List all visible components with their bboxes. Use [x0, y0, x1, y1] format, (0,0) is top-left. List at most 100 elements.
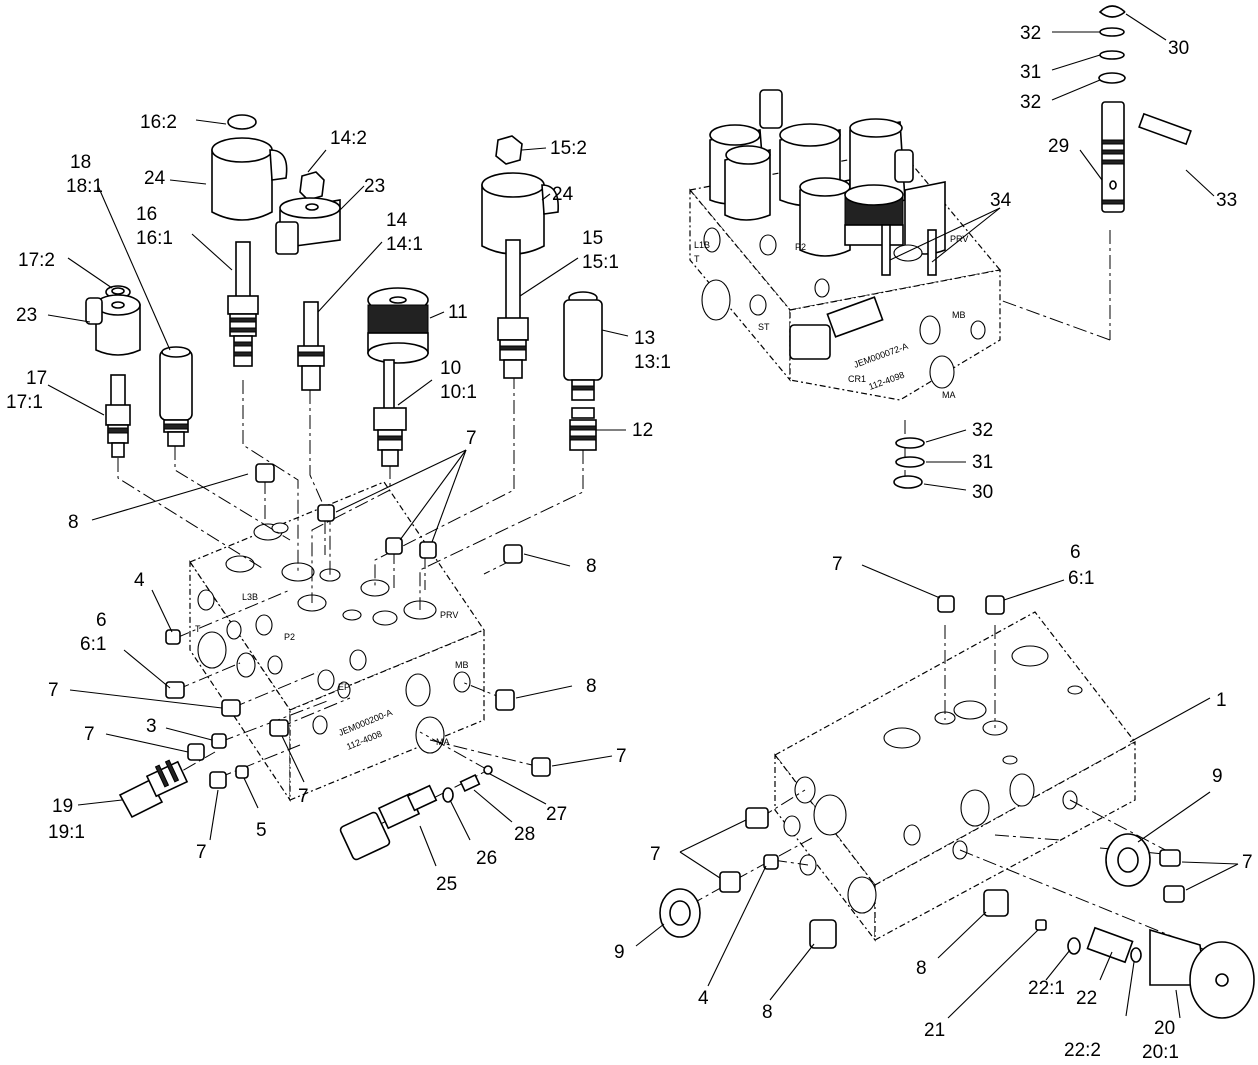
callout-31-bot: 31 [972, 452, 993, 473]
part-10-valve [373, 359, 407, 467]
callout-1: 1 [1216, 690, 1227, 711]
callout-26: 26 [476, 848, 497, 869]
left-block-port-prv: PRV [440, 610, 458, 620]
callout-7-e: 7 [616, 746, 627, 767]
left-plugs [165, 463, 551, 789]
callout-24-right: 24 [552, 184, 574, 205]
callout-10-1: 10:1 [440, 382, 477, 403]
callout-27: 27 [546, 804, 567, 825]
callout-24-left: 24 [144, 168, 166, 189]
top-block-stamp-cr1: CR1 [848, 374, 866, 384]
callout-34: 34 [990, 190, 1012, 211]
callout-18-1: 18:1 [66, 176, 103, 197]
callout-7-d: 7 [196, 842, 207, 863]
callout-5: 5 [256, 820, 267, 841]
left-block-port-mb: MB [455, 660, 469, 670]
callout-7-b: 7 [84, 724, 95, 745]
callout-22-2: 22:2 [1064, 1040, 1101, 1061]
callout-8-right-a: 8 [762, 1002, 773, 1023]
callout-11: 11 [448, 302, 468, 323]
callout-14-1: 14:1 [386, 234, 423, 255]
part-17-solenoid-valve [85, 285, 141, 458]
callout-17-2: 17:2 [18, 250, 55, 271]
top-block-port-p2: P2 [795, 242, 806, 252]
callout-7-right-group-left: 7 [650, 844, 661, 865]
callout-3: 3 [146, 716, 157, 737]
top-block-port-mb: MB [952, 310, 966, 320]
callout-15-2: 15:2 [550, 138, 587, 159]
callout-28: 28 [514, 824, 535, 845]
callout-30-top: 30 [1168, 38, 1189, 59]
parts-26-28 [442, 765, 493, 803]
callout-13-1: 13:1 [634, 352, 671, 373]
part-12-cartridge [569, 407, 597, 451]
part-16-solenoid-valve [211, 114, 288, 367]
callout-6-1-left: 6:1 [80, 634, 106, 655]
top-block-port-l1b: L1B [694, 240, 710, 250]
leader-lines [47, 13, 1239, 1019]
callout-14: 14 [386, 210, 408, 231]
right-manifold-block [689, 611, 1231, 961]
callout-7-c: 7 [298, 786, 309, 807]
callout-14-2: 14:2 [330, 128, 367, 149]
callout-8-upper-right: 8 [586, 556, 597, 577]
callout-4-left: 4 [134, 570, 145, 591]
callout-10: 10 [440, 358, 461, 379]
right-block-parts [659, 595, 1255, 1019]
callout-19-1: 19:1 [48, 822, 85, 843]
callout-29: 29 [1048, 136, 1069, 157]
part-13-relief-valve [563, 291, 603, 401]
left-manifold-block: JEM000200-A 112-4008 L3B T P2 MB MA EP P… [189, 481, 485, 802]
callout-13: 13 [634, 328, 655, 349]
part-14-solenoid-valve [275, 171, 341, 391]
callout-4-right: 4 [698, 988, 709, 1009]
part-11-knob [367, 287, 429, 364]
callout-23-left: 23 [16, 305, 37, 326]
callout-22-1: 22:1 [1028, 978, 1065, 999]
callout-21: 21 [924, 1020, 945, 1041]
callout-labels: 16:2 14:2 15:2 24 24 23 18 18:1 16 16:1 … [6, 23, 1253, 1063]
callout-6-left: 6 [96, 610, 107, 631]
part-29-spool-assembly [1098, 5, 1192, 213]
top-block-port-ma: MA [942, 390, 956, 400]
callout-6-right: 6 [1070, 542, 1081, 563]
left-block-port-l3b: L3B [242, 592, 258, 602]
left-block-port-ep: EP [338, 682, 350, 692]
top-manifold-assembly: JEM000072-A 112-4098 CR1 L1B T ST MB MA … [688, 89, 1111, 485]
callout-16: 16 [136, 204, 157, 225]
callout-7-a: 7 [48, 680, 59, 701]
callout-8-upper-left: 8 [68, 512, 79, 533]
callout-33: 33 [1216, 190, 1237, 211]
callout-6-1-right: 6:1 [1068, 568, 1094, 589]
callout-7-top: 7 [466, 428, 477, 449]
callout-8-mid: 8 [586, 676, 597, 697]
callout-16-2: 16:2 [140, 112, 177, 133]
top-block-port-prv: PRV [950, 234, 968, 244]
callout-15: 15 [582, 228, 603, 249]
callout-31-top: 31 [1020, 62, 1041, 83]
callout-25: 25 [436, 874, 457, 895]
callout-18: 18 [70, 152, 91, 173]
callout-32-bot: 32 [972, 420, 993, 441]
part-19-plug [118, 759, 189, 819]
left-block-port-ma: MA [436, 737, 450, 747]
callout-20-1: 20:1 [1142, 1042, 1179, 1063]
callout-16-1: 16:1 [136, 228, 173, 249]
callout-9-right: 9 [1212, 766, 1223, 787]
callout-32-top: 32 [1020, 23, 1041, 44]
part-15-solenoid-valve [481, 135, 559, 379]
parts-30-32-bottom [893, 437, 925, 489]
callout-8-right-b: 8 [916, 958, 927, 979]
callout-30-bot: 30 [972, 482, 993, 503]
callout-32-top2: 32 [1020, 92, 1041, 113]
callout-7-right-group-right: 7 [1242, 852, 1253, 873]
callout-20: 20 [1154, 1018, 1175, 1039]
callout-23-mid: 23 [364, 176, 385, 197]
part-25-sensor [339, 784, 438, 861]
callout-17: 17 [26, 368, 47, 389]
left-block-port-p2: P2 [284, 632, 295, 642]
part-18-valve [159, 346, 193, 447]
callout-15-1: 15:1 [582, 252, 619, 273]
callout-22: 22 [1076, 988, 1097, 1009]
